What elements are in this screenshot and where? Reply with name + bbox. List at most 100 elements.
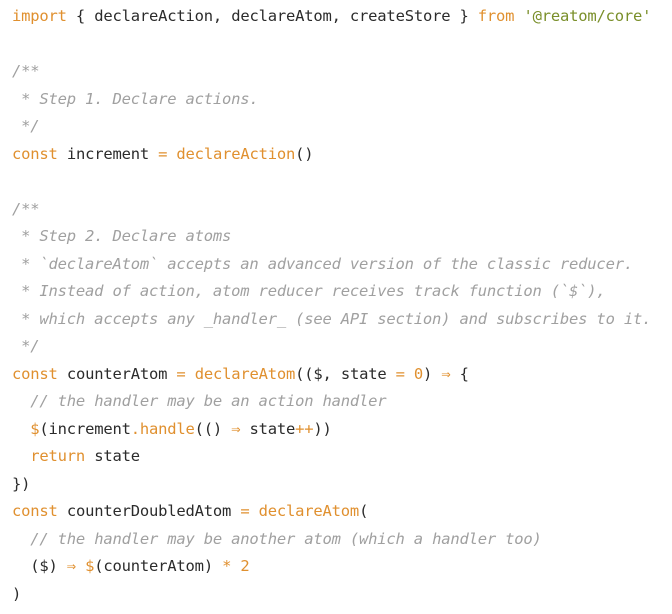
code-token: state	[249, 419, 296, 438]
code-token: {	[66, 7, 95, 25]
code-token: declareAtom	[231, 7, 332, 25]
code-line: * Step 2. Declare atoms	[12, 223, 672, 251]
code-line: return state	[12, 443, 672, 471]
code-token: ,	[331, 7, 350, 25]
code-token	[58, 365, 67, 383]
code-token: increment	[48, 419, 131, 438]
code-token: /**	[12, 199, 40, 218]
code-token	[12, 392, 30, 410]
code-token: })	[12, 474, 31, 493]
code-token: *	[222, 557, 232, 575]
code-token	[405, 365, 414, 383]
code-token: * Step 2. Declare atoms	[12, 227, 232, 245]
code-token: 0	[413, 364, 424, 383]
code-line: const increment = declareAction()	[12, 141, 672, 169]
code-token: declareAtom	[258, 502, 360, 520]
code-token: counterAtom	[66, 364, 168, 383]
code-token	[186, 365, 195, 383]
code-token: state	[94, 447, 140, 465]
code-token: return	[30, 447, 86, 465]
code-token: .	[130, 419, 140, 438]
code-token: =	[176, 364, 186, 383]
code-token: state	[340, 364, 387, 383]
code-token: '@reatom/core'	[523, 7, 652, 25]
code-token: const	[12, 364, 58, 383]
code-line: */	[12, 113, 672, 141]
code-token: )	[423, 364, 442, 383]
code-token: */	[12, 117, 40, 135]
code-token: ++	[295, 419, 314, 438]
code-token: ))	[313, 419, 332, 438]
code-line: // the handler may be another atom (whic…	[12, 526, 672, 554]
code-token: $	[30, 419, 40, 438]
code-line: )	[12, 581, 672, 609]
code-token: // the handler may be another atom (whic…	[30, 529, 542, 548]
code-token: createStore	[349, 7, 451, 25]
code-token	[231, 502, 240, 520]
code-token	[85, 447, 94, 465]
code-token: counterDoubledAtom	[66, 502, 232, 520]
code-token	[249, 502, 258, 520]
code-token: * Instead of action, atom reducer receiv…	[12, 282, 606, 300]
code-line	[12, 31, 672, 59]
code-line: const counterDoubledAtom = declareAtom(	[12, 498, 672, 526]
code-token: declareAction	[176, 144, 296, 163]
code-token: {	[450, 364, 469, 383]
code-line: * Instead of action, atom reducer receiv…	[12, 278, 672, 306]
code-token: (($,	[295, 364, 341, 383]
code-line: /**	[12, 196, 672, 224]
code-line: /**	[12, 58, 672, 86]
code-line	[12, 168, 672, 196]
code-token: =	[240, 502, 250, 520]
code-token: ⇒	[231, 419, 241, 438]
code-line: * Step 1. Declare actions.	[12, 86, 672, 114]
code-token: */	[12, 337, 40, 355]
code-line: const counterAtom = declareAtom(($, stat…	[12, 361, 672, 389]
code-token: from	[477, 7, 515, 25]
code-token: * `declareAtom` accepts an advanced vers…	[12, 254, 633, 273]
code-token: )	[203, 557, 223, 575]
code-token: counterAtom	[103, 557, 204, 575]
code-token: const	[12, 144, 58, 163]
code-token: (()	[194, 419, 232, 438]
code-token	[12, 420, 30, 438]
code-token: $	[85, 557, 95, 575]
code-token: (	[39, 419, 49, 438]
code-line: * which accepts any _handler_ (see API s…	[12, 306, 672, 334]
code-token	[12, 447, 30, 465]
code-token: }	[450, 7, 478, 25]
code-token	[149, 145, 158, 163]
code-token: 2	[240, 557, 250, 575]
code-token: )	[12, 584, 22, 603]
code-line: })	[12, 471, 672, 499]
code-line: */	[12, 333, 672, 361]
code-token: ⇒	[441, 364, 451, 383]
code-token: // the handler may be an action handler	[30, 392, 387, 410]
code-token: const	[12, 502, 58, 520]
code-line: import { declareAction, declareAtom, cre…	[12, 3, 672, 31]
code-token: ($)	[12, 557, 67, 575]
code-token	[231, 557, 240, 575]
code-token: declareAction	[94, 7, 213, 25]
code-line: * `declareAtom` accepts an advanced vers…	[12, 251, 672, 279]
code-token	[76, 557, 85, 575]
code-token: import	[12, 7, 67, 25]
code-token: ,	[212, 7, 232, 25]
code-snippet: import { declareAction, declareAtom, cre…	[12, 3, 672, 608]
code-token: (	[94, 557, 104, 575]
code-token	[58, 502, 67, 520]
code-token: declareAtom	[194, 364, 296, 383]
code-token: * Step 1. Declare actions.	[12, 89, 259, 108]
code-line: ($) ⇒ $(counterAtom) * 2	[12, 553, 672, 581]
code-token: ()	[295, 144, 314, 163]
code-token: increment	[66, 144, 149, 163]
code-token: /**	[12, 62, 40, 80]
code-token: =	[158, 144, 168, 163]
code-token: =	[395, 364, 405, 383]
code-token: * which accepts any _handler_ (see API s…	[12, 309, 652, 328]
code-token: handle	[139, 419, 195, 438]
code-line: $(increment.handle(() ⇒ state++))	[12, 416, 672, 444]
code-token: ⇒	[66, 557, 76, 575]
code-token	[386, 365, 395, 383]
code-token	[12, 530, 30, 548]
